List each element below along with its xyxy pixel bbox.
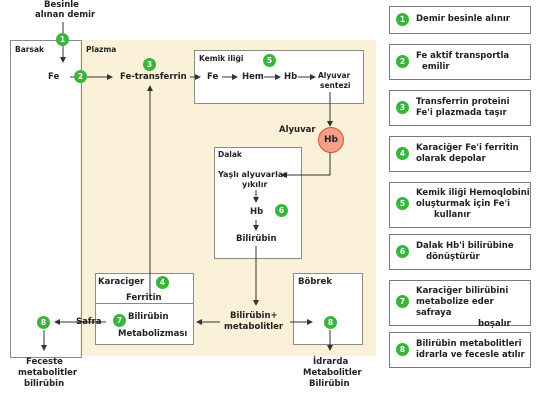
bilirubin-metabolites-1: Bilirübin+ [230,311,278,321]
urine-2: Metabolitler [303,368,362,378]
arrow-rbc-to-spleen [281,151,331,178]
fe-marrow: Fe [207,72,219,82]
feces-2: metabolitler [18,368,78,378]
step-5-marker: 5 [263,54,276,67]
legend-item-1: 1 Demir besinle alınır [389,6,531,34]
kidney-label: Böbrek [298,277,333,287]
rbc-synthesis-2: sentezi [320,81,351,90]
bilirubin-liver: Bilirübin [128,312,169,322]
bone-marrow-label: Kemik iliği [199,54,244,63]
spleen-label: Dalak [218,150,242,159]
hb-circle: Hb [318,127,344,153]
legend-text-1: Demir besinle alınır [416,14,510,24]
hb-marrow: Hb [284,72,298,82]
legend-number-8: 8 [396,343,409,356]
legend-number-7: 7 [396,295,409,308]
liver-label: Karaciger [98,277,145,287]
rbc-label: Alyuvar [279,125,316,135]
ferritin: Ferritin [126,293,162,303]
step-2-marker: 2 [74,70,87,83]
step-8-marker-feces: 8 [37,316,50,329]
bile-label: Safra [76,317,102,327]
legend-number-1: 1 [396,13,409,26]
bilirubin-spleen: Bilirübin [236,234,277,244]
fe-gut: Fe [48,72,60,82]
kidney-box [293,273,363,345]
bilirubin-metabolites-2: metabolitler [224,322,284,332]
step-8-marker-urine: 8 [324,316,337,329]
step-6-marker: 6 [275,204,288,217]
old-rbc-1: Yaşlı alyuvarlar [218,170,288,179]
urine-3: Bilirübin [309,379,350,389]
step-3-marker: 3 [143,58,156,71]
legend-number-6: 6 [396,245,409,258]
plasma-label: Plazma [86,45,117,54]
spleen-box [214,147,302,259]
intake-label-1: Besinle [44,0,79,10]
legend-number-2: 2 [396,55,409,68]
urine-1: İdrarda [313,357,349,367]
legend-number-3: 3 [396,101,409,114]
rbc-synthesis-1: Alyuvar [318,71,351,80]
intake-label-2: alınan demir [35,10,96,20]
ferritin-divider [96,303,193,304]
hem: Hem [242,72,264,82]
fe-transferrin: Fe-transferrin [120,72,187,82]
legend-number-4: 4 [396,147,409,160]
gut-label: Barsak [15,45,44,54]
step-7-marker: 7 [113,314,126,327]
gut-box [10,40,82,358]
step-4-marker: 4 [156,276,169,289]
feces-1: Feceste [26,357,63,367]
legend-number-5: 5 [396,197,409,210]
old-rbc-2: yıkılır [242,180,268,189]
feces-3: bilirübin [24,379,65,389]
hb-spleen: Hb [250,207,264,217]
step-1-marker: 1 [56,33,69,46]
liver-box [95,273,194,345]
metabolism-liver: Metabolizması [118,329,188,339]
